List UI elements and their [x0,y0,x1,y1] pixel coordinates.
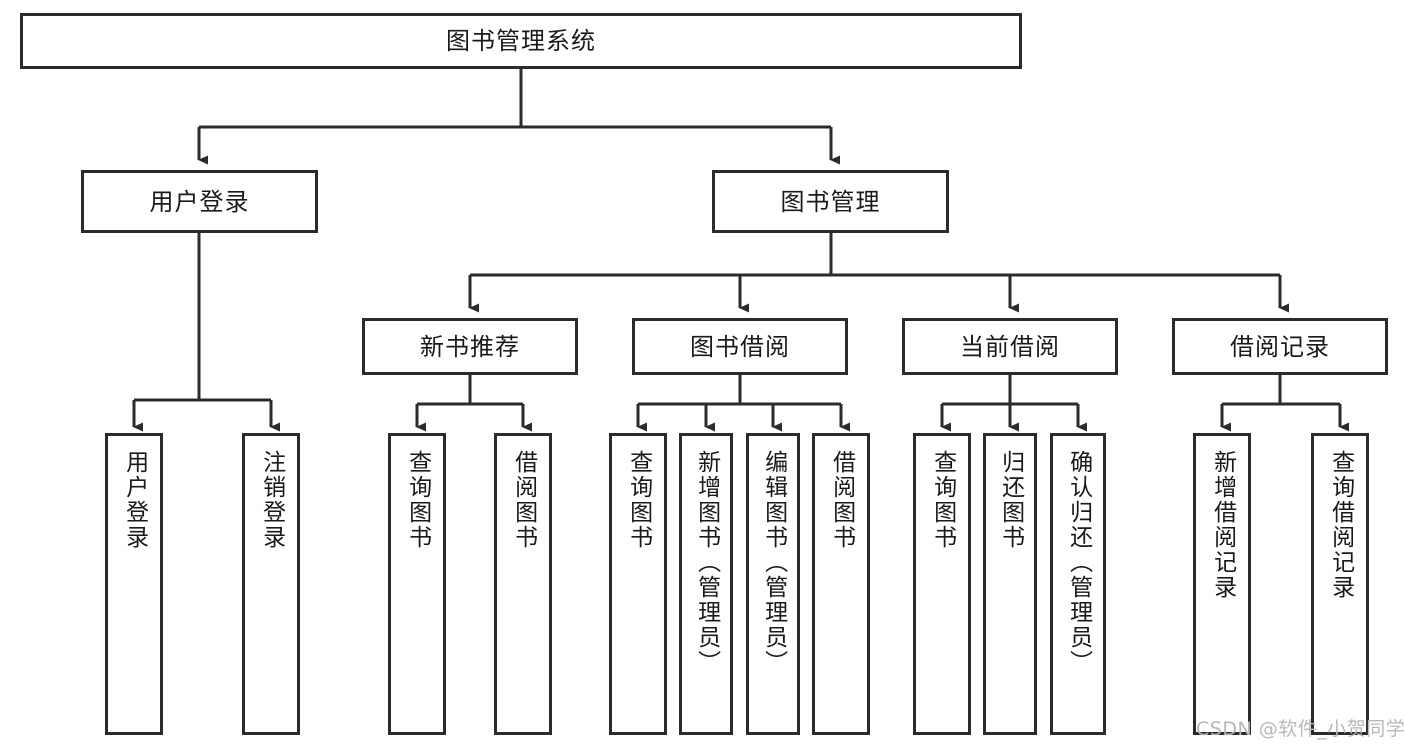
leaf-return-book[interactable]: 归还图书 [983,433,1037,735]
node-label: 查询图书 [404,450,431,550]
node-label: 借阅记录 [1230,332,1330,361]
leaf-borrow-book-borrowing[interactable]: 借阅图书 [812,433,870,735]
node-label: 借阅图书 [828,450,855,550]
leaf-query-borrowing-record[interactable]: 查询借阅记录 [1311,433,1369,735]
node-label: 新增图书（管理员） [693,450,720,675]
csdn-watermark: CSDN @软件_小贺同学 [1196,718,1405,740]
node-label: 注销登录 [258,450,285,550]
node-label: 图书管理 [780,187,881,216]
node-root-book-management-system[interactable]: 图书管理系统 [20,13,1022,69]
leaf-edit-book-admin[interactable]: 编辑图书（管理员） [746,433,800,735]
node-label: 查询图书 [625,450,652,550]
leaf-add-book-admin[interactable]: 新增图书（管理员） [679,433,733,735]
node-label: 用户登录 [149,187,250,216]
leaf-query-book-new-recommendation[interactable]: 查询图书 [388,433,446,735]
leaf-user-login[interactable]: 用户登录 [105,433,163,735]
node-book-borrowing[interactable]: 图书借阅 [632,318,848,375]
leaf-query-book-borrowing[interactable]: 查询图书 [609,433,667,735]
leaf-confirm-return-admin[interactable]: 确认归还（管理员） [1050,433,1106,735]
node-label: 归还图书 [997,450,1024,550]
node-new-book-recommendation[interactable]: 新书推荐 [362,318,578,375]
node-current-borrowing[interactable]: 当前借阅 [902,318,1118,375]
node-label: 用户登录 [121,450,148,550]
node-label: 当前借阅 [960,332,1060,361]
node-book-management[interactable]: 图书管理 [712,170,949,233]
leaf-add-borrowing-record[interactable]: 新增借阅记录 [1193,433,1251,735]
leaf-borrow-book-new-recommendation[interactable]: 借阅图书 [494,433,552,735]
node-label: 新书推荐 [420,332,520,361]
node-label: 确认归还（管理员） [1065,450,1092,675]
node-label: 查询图书 [929,450,956,550]
leaf-logout[interactable]: 注销登录 [242,433,300,735]
node-label: 图书管理系统 [446,27,596,55]
node-borrowing-record[interactable]: 借阅记录 [1172,318,1388,375]
node-label: 查询借阅记录 [1327,450,1354,600]
leaf-query-book-current[interactable]: 查询图书 [913,433,971,735]
node-label: 新增借阅记录 [1209,450,1236,600]
node-user-login[interactable]: 用户登录 [81,170,318,233]
node-label: 编辑图书（管理员） [760,450,787,675]
node-label: 图书借阅 [690,332,790,361]
node-label: 借阅图书 [510,450,537,550]
